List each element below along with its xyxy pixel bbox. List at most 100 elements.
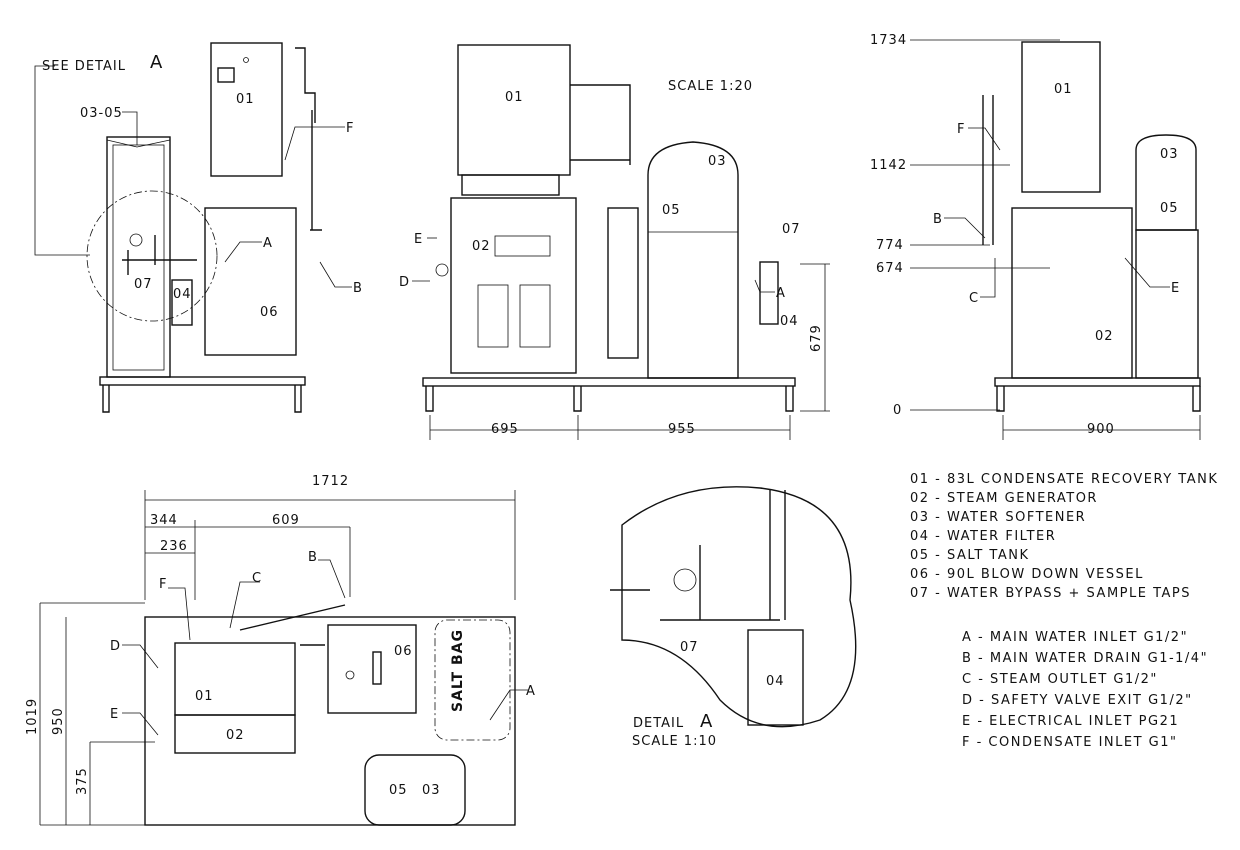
leader-e	[122, 712, 159, 736]
tank-01-plan	[174, 642, 296, 716]
label-07: 07	[782, 222, 801, 237]
label-d: D	[399, 275, 410, 290]
base-frame	[99, 376, 306, 386]
leader-c	[229, 581, 260, 629]
dimension-lines	[39, 490, 516, 826]
dim-1712: 1712	[312, 474, 349, 489]
sensor-box	[217, 67, 235, 83]
level-674: 674	[876, 261, 904, 276]
vessel-port	[345, 670, 355, 680]
leader-a	[489, 689, 528, 721]
label-c: C	[969, 291, 979, 306]
vessel-sightglass	[372, 651, 382, 685]
label-b: B	[308, 550, 318, 565]
label-03: 03	[1160, 147, 1179, 162]
vessel-06-plan	[327, 624, 417, 714]
label-a: A	[526, 684, 536, 699]
label-e: E	[110, 707, 119, 722]
bypass-manifold	[122, 235, 197, 275]
label-f: F	[957, 122, 965, 137]
label-01: 01	[1054, 82, 1073, 97]
label-f: F	[159, 577, 167, 592]
label-a: A	[776, 286, 786, 301]
label-02: 02	[1095, 329, 1114, 344]
label-b: B	[933, 212, 943, 227]
base-legs	[996, 386, 1201, 412]
softener-inner	[112, 144, 165, 371]
label-04: 04	[766, 674, 785, 689]
detail-view: 07 04 DETAIL A SCALE 1:10	[610, 486, 857, 749]
softener-salt-plan	[364, 754, 466, 826]
level-0: 0	[893, 403, 902, 418]
legend-item-06: 06 - 90L BLOW DOWN VESSEL	[910, 567, 1144, 582]
legend-conn-f: F - CONDENSATE INLET G1"	[962, 735, 1178, 750]
height-dimension	[800, 263, 830, 412]
leader-f	[284, 126, 345, 161]
port	[243, 57, 249, 63]
label-a: A	[263, 236, 273, 251]
label-07: 07	[134, 277, 153, 292]
label-e: E	[1171, 281, 1180, 296]
leader-f	[168, 587, 191, 641]
label-04: 04	[780, 314, 799, 329]
generator-02-outline	[1011, 207, 1133, 379]
dim-609: 609	[272, 513, 300, 528]
label-b: B	[353, 281, 363, 296]
pressure-gauge-icon	[435, 263, 449, 277]
legend-item-07: 07 - WATER BYPASS + SAMPLE TAPS	[910, 586, 1191, 601]
dimension-lines	[429, 415, 791, 440]
pressure-gauge-icon	[673, 568, 697, 592]
label-04: 04	[173, 287, 192, 302]
label-01: 01	[505, 90, 524, 105]
legend-conn-a: A - MAIN WATER INLET G1/2"	[962, 630, 1188, 645]
label-03: 03	[422, 783, 441, 798]
vent-grille-left	[477, 284, 509, 348]
detail-piping	[610, 490, 786, 621]
leader-b	[318, 559, 346, 599]
drain-pipe	[295, 47, 322, 231]
filter-04-detail	[747, 629, 804, 726]
legend-conn-c: C - STEAM OUTLET G1/2"	[962, 672, 1158, 687]
leader-b	[944, 217, 986, 239]
leader-f	[968, 127, 1001, 151]
rear-view: 1734 1142 774 674 0 01 F 03 05 B C E 02 …	[870, 33, 1201, 440]
detail-a-circle	[86, 190, 218, 322]
dim-375: 375	[75, 767, 90, 795]
vessel-06-outline	[204, 207, 297, 356]
piping-plan	[239, 604, 346, 646]
legend-item-02: 02 - STEAM GENERATOR	[910, 491, 1098, 506]
front-view: SEE DETAIL A 03-05 01 F A 07 04 06 B	[34, 42, 363, 413]
see-detail-letter: A	[150, 52, 163, 73]
vessel-06-side	[607, 207, 639, 359]
label-07: 07	[680, 640, 699, 655]
label-02: 02	[472, 239, 491, 254]
legend-item-03: 03 - WATER SOFTENER	[910, 510, 1086, 525]
width-dimension	[1002, 415, 1201, 440]
level-774: 774	[876, 238, 904, 253]
control-panel	[494, 235, 551, 257]
filter-04-side	[759, 261, 779, 325]
pressure-gauge-icon	[129, 233, 143, 247]
softener-03-outline	[647, 141, 739, 379]
side-view: SCALE 1:20 01 03 05 02 E D 07 A 04 695 9…	[399, 44, 830, 440]
detail-letter: A	[700, 711, 713, 732]
level-1142: 1142	[870, 158, 907, 173]
dim-236: 236	[160, 539, 188, 554]
leader-03-05	[122, 111, 138, 145]
dim-950: 950	[51, 707, 66, 735]
tank-stand	[461, 174, 560, 196]
drain-pipe	[982, 95, 994, 245]
dim-900: 900	[1087, 422, 1115, 437]
see-detail-label: SEE DETAIL	[42, 59, 126, 74]
label-e: E	[414, 232, 423, 247]
label-03: 03	[708, 154, 727, 169]
dim-344: 344	[150, 513, 178, 528]
dim-1019: 1019	[25, 698, 40, 735]
label-salt-bag: SALT BAG	[450, 629, 466, 712]
salt-bag-area	[434, 619, 511, 741]
piping	[570, 84, 631, 165]
plan-view: 1712 344 609 236 F C B D 01 E 02 06 SALT…	[25, 474, 536, 826]
label-d: D	[110, 639, 121, 654]
